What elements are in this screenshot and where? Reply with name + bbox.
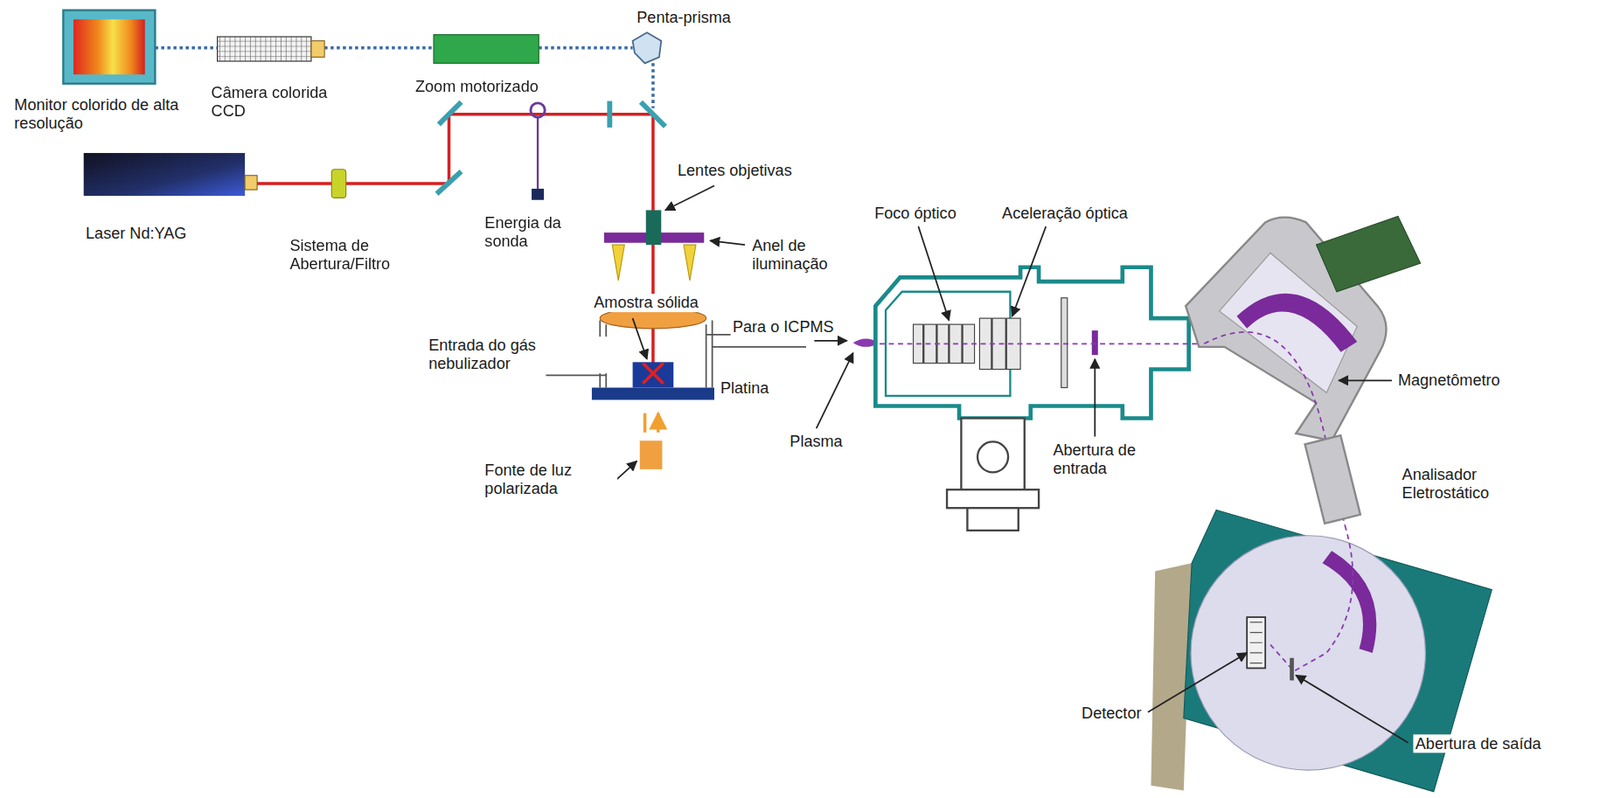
part-label: Energia da sonda xyxy=(482,214,601,251)
part-label: Sistema de Abertura/Filtro xyxy=(287,236,433,274)
part-label: Magnetômetro xyxy=(1396,371,1503,390)
part-label: Câmera colorida CCD xyxy=(208,83,344,121)
part-label: Analisador Eletrostático xyxy=(1399,465,1529,502)
part-label: Para o ICPMS xyxy=(730,318,836,337)
optics-top xyxy=(62,10,661,109)
part-label: Fonte de luz polarizada xyxy=(482,461,618,499)
interface-housing xyxy=(875,267,1210,531)
part-label: Plasma xyxy=(787,432,845,452)
part-label: Zoom motorizado xyxy=(413,77,541,97)
laser-path xyxy=(83,101,666,387)
part-label: Anel de iluminação xyxy=(750,236,861,274)
part-label: Aceleração óptica xyxy=(1000,203,1130,223)
part-label: Amostra sólida xyxy=(591,293,701,313)
part-label: Detector xyxy=(1079,703,1144,723)
part-label: Foco óptico xyxy=(872,203,959,223)
part-label: Abertura de saída xyxy=(1412,734,1543,753)
part-label: Laser Nd:YAG xyxy=(83,224,189,244)
part-label: Platina xyxy=(718,379,772,398)
part-label: Monitor colorido de alta resolução xyxy=(12,96,202,133)
part-label: Penta-prisma xyxy=(634,7,733,27)
magnetic-sector xyxy=(1185,215,1420,526)
part-label: Lentes objetivas xyxy=(675,160,794,180)
part-label: Abertura de entrada xyxy=(1050,440,1166,478)
part-label: Entrada do gás nebulizador xyxy=(426,336,610,374)
leader-lines xyxy=(532,185,1408,743)
